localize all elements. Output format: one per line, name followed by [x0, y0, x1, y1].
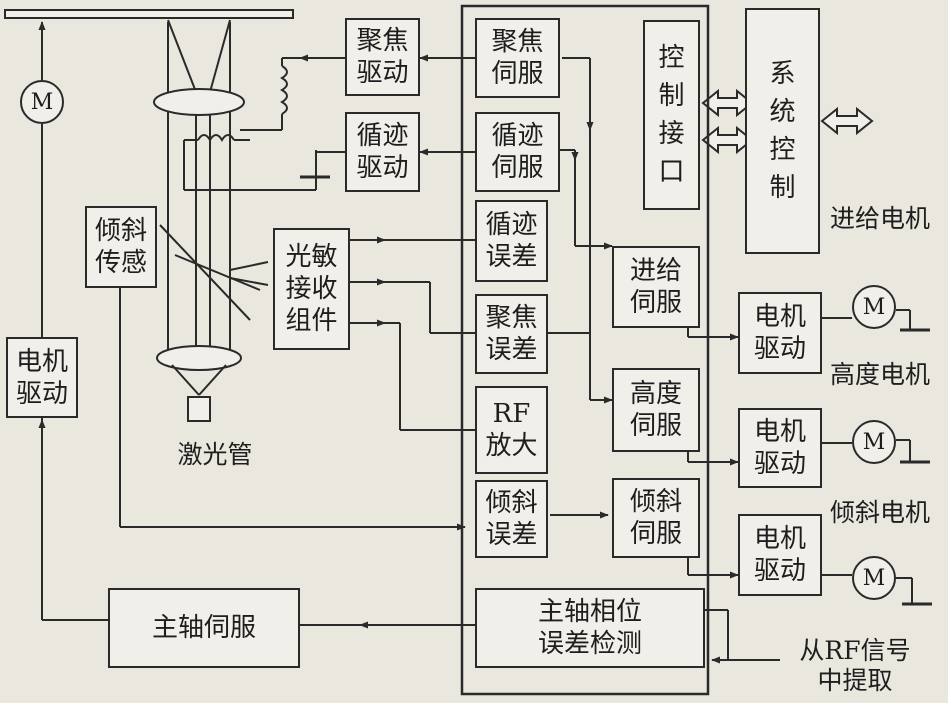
tilt-servo-block: 倾斜 伺服 [612, 478, 700, 558]
tracking-error-block: 循迹 误差 [475, 200, 548, 282]
feed-motor-label: 进给电机 [830, 204, 931, 233]
tilt-sensor-block: 倾斜 传感 [85, 206, 157, 288]
laser-diode [187, 396, 211, 422]
tracking-drive-block: 循迹 驱动 [345, 112, 420, 192]
collimator-lens [156, 345, 242, 371]
motor-drive-block-2: 电机 驱动 [738, 408, 822, 488]
motor-drive-block-1: 电机 驱动 [738, 292, 822, 374]
tilt-motor-label: 倾斜电机 [830, 498, 931, 527]
spindle-servo-block: 主轴伺服 [108, 588, 300, 668]
tilt-motor-icon: M [852, 420, 896, 464]
disc [4, 9, 294, 19]
photo-receiver-block: 光敏 接收 组件 [273, 228, 350, 350]
tracking-servo-block: 循迹 伺服 [475, 112, 560, 192]
focus-servo-block: 聚焦 伺服 [475, 18, 560, 98]
from-rf-signal-label: 从RF信号 中提取 [799, 636, 911, 695]
focus-drive-block: 聚焦 驱动 [345, 18, 420, 96]
height-servo-block: 高度 伺服 [612, 368, 700, 452]
system-control-block: 系 统 控 制 [745, 8, 820, 254]
servo-processor-frame [460, 4, 710, 696]
spindle-motor-icon: M [20, 80, 64, 124]
spindle-phase-detect-block: 主轴相位 误差检测 [475, 588, 705, 668]
laser-tube-label: 激光管 [177, 440, 253, 469]
spindle-motor-drive-block: 电机 驱动 [6, 337, 78, 418]
tilt-error-block: 倾斜 误差 [475, 480, 548, 558]
focus-error-block: 聚焦 误差 [475, 294, 548, 374]
control-interface-block: 控 制 接 口 [643, 20, 700, 210]
objective-lens [153, 88, 245, 116]
feed-motor-icon: M [852, 285, 896, 329]
height-motor-icon: M [852, 556, 896, 600]
feed-servo-block: 进给 伺服 [612, 246, 700, 328]
bus-arrows [701, 88, 874, 155]
rf-amp-block: RF 放大 [475, 386, 548, 474]
motor-drive-block-3: 电机 驱动 [738, 514, 822, 596]
height-motor-label: 高度电机 [830, 360, 931, 389]
